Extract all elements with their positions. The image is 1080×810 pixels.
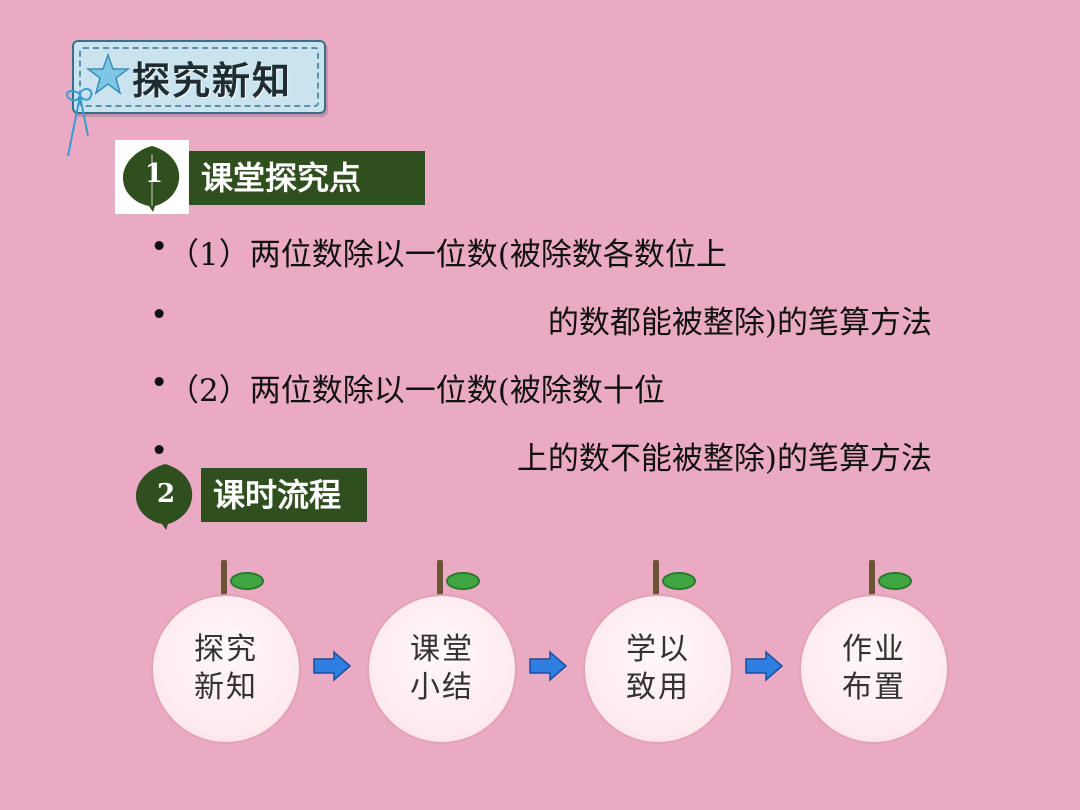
star-icon <box>86 52 130 95</box>
section-label-flow: 课时流程 <box>201 468 367 522</box>
page-title: 探究新知 <box>132 59 293 103</box>
arrow-right-icon <box>745 650 784 682</box>
flow-step-circle: 探究 新知 <box>151 594 301 744</box>
bullet-text: 上的数不能被整除)的笔算方法 <box>516 441 932 477</box>
section-number: 2 <box>157 479 175 509</box>
section-number: 1 <box>145 159 163 189</box>
stem <box>869 560 875 596</box>
flow-step-text: 课堂 <box>410 632 474 667</box>
small-leaf-icon <box>230 572 264 590</box>
bullet-marker: • <box>150 229 169 265</box>
arrow-right-icon <box>529 650 568 682</box>
flow-step-circle: 作业 布置 <box>799 594 949 744</box>
title-tag-border <box>79 47 319 107</box>
bullet-marker: • <box>150 365 169 401</box>
section-label-explore: 课堂探究点 <box>189 151 425 205</box>
flow-step-apply: 学以 致用 <box>582 560 733 744</box>
title-tag: 探究新知 <box>72 40 326 114</box>
flow-step-homework: 作业 布置 <box>798 560 949 744</box>
flow-step-text: 探究 <box>194 632 258 667</box>
stem <box>653 560 659 596</box>
flow-step-text: 致用 <box>626 670 690 705</box>
flow-step-text: 小结 <box>410 670 474 705</box>
flow-step-text: 新知 <box>194 670 258 705</box>
arrow-right-icon <box>313 650 352 682</box>
bullet-line: • （1）两位数除以一位数(被除数各数位上 <box>150 225 950 273</box>
bullet-text: （2）两位数除以一位数(被除数十位 <box>168 373 665 409</box>
small-leaf-icon <box>662 572 696 590</box>
ribbon-icon <box>65 88 93 157</box>
bullet-line: • （2）两位数除以一位数(被除数十位 <box>150 361 950 409</box>
leaf-icon: 2 <box>136 464 193 530</box>
flow-step-circle: 学以 致用 <box>583 594 733 744</box>
flow-step-text: 作业 <box>842 632 906 667</box>
small-leaf-icon <box>878 572 912 590</box>
bullet-line: • 的数都能被整除)的笔算方法 <box>150 293 950 341</box>
flow-step-text: 学以 <box>626 632 690 667</box>
flow-step-circle: 课堂 小结 <box>367 594 517 744</box>
bullet-marker: • <box>150 433 169 469</box>
bullet-line: • 上的数不能被整除)的笔算方法 <box>150 429 950 477</box>
flow-step-summary: 课堂 小结 <box>366 560 517 744</box>
bullet-marker: • <box>150 297 169 333</box>
small-leaf-icon <box>446 572 480 590</box>
stem <box>437 560 443 596</box>
flow-step-explore: 探究 新知 <box>150 560 301 744</box>
flow-step-text: 布置 <box>842 670 906 705</box>
bullet-text: （1）两位数除以一位数(被除数各数位上 <box>168 237 727 273</box>
leaf-icon: 1 <box>115 140 189 214</box>
bullet-text: 的数都能被整除)的笔算方法 <box>547 305 932 341</box>
stem <box>221 560 227 596</box>
